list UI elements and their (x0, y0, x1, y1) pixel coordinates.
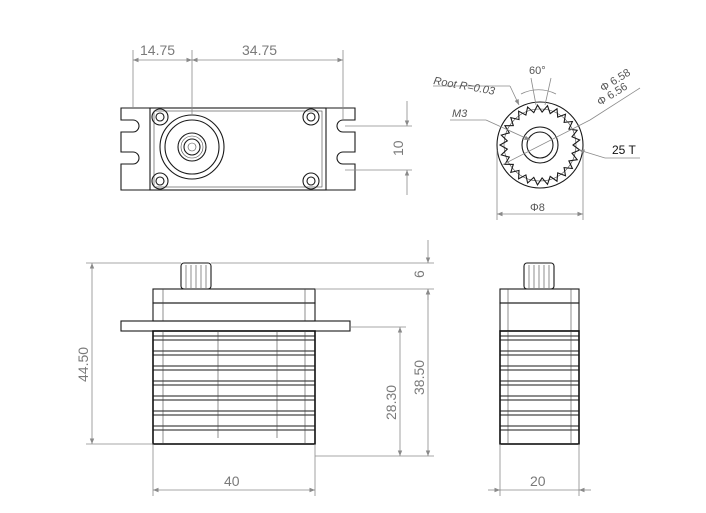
dim-total-height: 44.50 (75, 347, 91, 382)
dim-top-height: 10 (390, 140, 406, 156)
screw-boss (302, 108, 320, 126)
dim-side-width: 20 (530, 473, 546, 489)
dim-top-left-width: 14.75 (140, 42, 175, 58)
dim-body-height: 38.50 (411, 360, 427, 395)
screw-size: M3 (452, 108, 468, 120)
screw-boss (151, 172, 169, 190)
dim-mount-height: 28.30 (383, 385, 399, 420)
spline-teeth (498, 103, 581, 187)
side-view: 20 (488, 262, 591, 496)
screw-boss (302, 172, 320, 190)
root-radius: Root R=0.03 (432, 75, 496, 98)
dim-top-center-width: 34.75 (242, 42, 277, 58)
spline-diameter: Φ8 (530, 202, 545, 214)
top-view: 14.75 34.75 10 (120, 42, 412, 195)
cooling-fins-side (500, 335, 579, 431)
dim-output-height: 6 (411, 270, 427, 278)
spline-detail: 60° Root R=0.03 M3 Φ 6.58 Φ 6.56 25 T Φ8 (432, 65, 641, 220)
dim-front-width: 40 (224, 473, 240, 489)
teeth-count: 25 T (612, 143, 636, 157)
spline-tooth-profile (498, 103, 581, 187)
screw-boss (151, 108, 169, 126)
front-view: 44.50 6 38.50 28.30 40 (75, 240, 434, 496)
cooling-fins-front (153, 335, 315, 431)
spline-angle: 60° (529, 65, 546, 77)
